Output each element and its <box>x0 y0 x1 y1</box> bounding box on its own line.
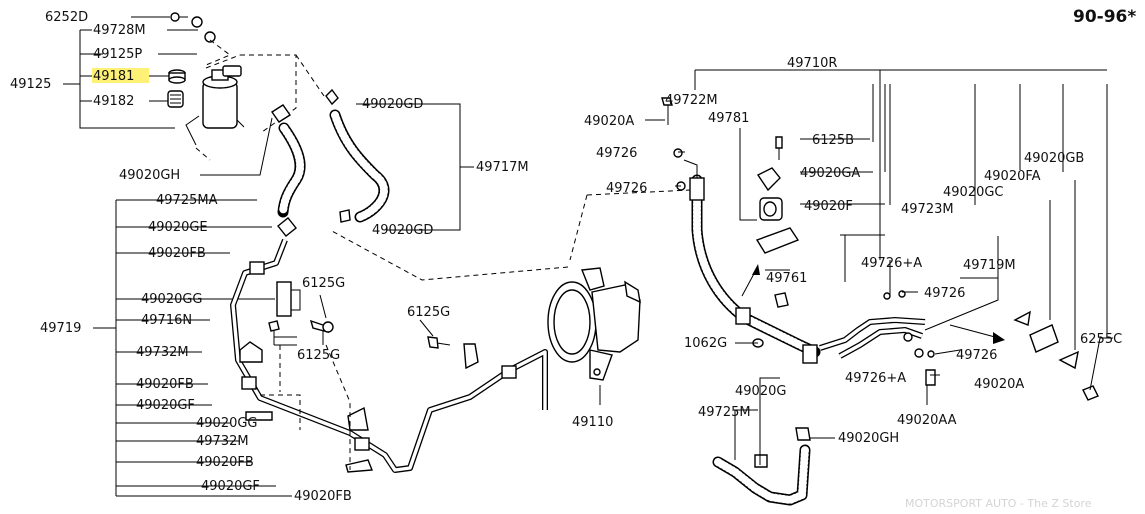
label-49726-4[interactable]: 49726 <box>956 348 997 363</box>
label-49020ga[interactable]: 49020GA <box>800 166 860 181</box>
label-49020gh-right[interactable]: 49020GH <box>838 431 899 446</box>
bracket-49732m-icon <box>239 341 374 473</box>
label-49020fb-3[interactable]: 49020FB <box>196 455 254 470</box>
brackets-right-icon <box>1013 180 1099 401</box>
pressure-hose-49720 <box>683 159 821 364</box>
clamp-49728m-icon <box>191 16 216 43</box>
bracket-49781-icon <box>755 227 800 254</box>
label-49722m[interactable]: 49722M <box>665 93 718 108</box>
label-49726-1[interactable]: 49726 <box>596 146 637 161</box>
label-6125g-2[interactable]: 6125G <box>297 348 340 363</box>
label-49020fb-2[interactable]: 49020FB <box>136 377 194 392</box>
label-1062g[interactable]: 1062G <box>684 336 727 351</box>
label-49020fb-1[interactable]: 49020FB <box>148 246 206 261</box>
label-49125[interactable]: 49125 <box>10 77 51 92</box>
label-49020a-bottom[interactable]: 49020A <box>974 377 1024 392</box>
label-6255c[interactable]: 6255C <box>1080 332 1122 347</box>
pressure-pipe-49719 <box>230 217 548 473</box>
small-parts-icon <box>752 290 936 386</box>
power-steering-pump-icon <box>547 267 641 405</box>
watermark: MOTORSPORT AUTO - The Z Store <box>905 497 1092 510</box>
label-49728m[interactable]: 49728M <box>93 23 146 38</box>
label-49020a-top[interactable]: 49020A <box>584 114 634 129</box>
label-49726-3[interactable]: 49726 <box>924 286 965 301</box>
label-49725ma[interactable]: 49725MA <box>156 193 218 208</box>
hydraulic-pipes-49719m <box>819 236 999 359</box>
label-49181-highlighted[interactable]: 49181 <box>93 69 134 84</box>
label-49020gg-1[interactable]: 49020GG <box>141 292 203 307</box>
label-49020gd-bottom[interactable]: 49020GD <box>372 223 433 238</box>
clamp-49020f-icon <box>759 197 783 221</box>
reservoir-tank-icon <box>185 65 245 161</box>
reservoir-group <box>63 12 245 161</box>
label-49761[interactable]: 49761 <box>766 271 807 286</box>
clamp-49020gg-icon <box>276 281 301 317</box>
label-6125g-1[interactable]: 6125G <box>302 276 345 291</box>
label-49717m[interactable]: 49717M <box>476 160 529 175</box>
label-49719[interactable]: 49719 <box>40 321 81 336</box>
bolt-6125g-icon <box>268 319 479 370</box>
strainer-49182-icon <box>167 90 184 108</box>
label-49020gf-2[interactable]: 49020GF <box>201 479 260 494</box>
highlight-49181 <box>92 68 149 83</box>
label-49726a-2[interactable]: 49726+A <box>845 371 906 386</box>
label-49781[interactable]: 49781 <box>708 111 749 126</box>
label-49725m[interactable]: 49725M <box>698 405 751 420</box>
label-49020f[interactable]: 49020F <box>804 199 853 214</box>
label-6125b[interactable]: 6125B <box>812 133 854 148</box>
label-49020gh-left[interactable]: 49020GH <box>119 168 180 183</box>
label-49716n[interactable]: 49716N <box>141 313 192 328</box>
label-6252d[interactable]: 6252D <box>45 10 88 25</box>
fittings-icon <box>661 97 783 191</box>
year-range-label: 90-96* <box>1073 7 1136 27</box>
label-49020g[interactable]: 49020G <box>735 384 786 399</box>
label-49723m[interactable]: 49723M <box>901 202 954 217</box>
arrow-icon <box>741 264 1005 344</box>
label-49719m[interactable]: 49719M <box>963 258 1016 273</box>
return-hose-49725m <box>712 427 811 506</box>
label-49020gf-1[interactable]: 49020GF <box>136 398 195 413</box>
bolt-6252d-icon <box>170 12 188 22</box>
return-hose-49725ma <box>200 104 306 218</box>
label-49732m-1[interactable]: 49732M <box>136 345 189 360</box>
clamp-49020ga-icon <box>756 167 781 192</box>
label-49020aa[interactable]: 49020AA <box>897 413 957 428</box>
label-49125p[interactable]: 49125P <box>93 47 142 62</box>
label-49020fa[interactable]: 49020FA <box>984 169 1041 184</box>
label-49726a-1[interactable]: 49726+A <box>861 256 922 271</box>
label-49020ge[interactable]: 49020GE <box>148 220 208 235</box>
label-49732m-2[interactable]: 49732M <box>196 434 249 449</box>
label-49182[interactable]: 49182 <box>93 94 134 109</box>
label-49020fb-4[interactable]: 49020FB <box>294 489 352 504</box>
label-49020gd-top[interactable]: 49020GD <box>362 97 423 112</box>
label-49020gg-2[interactable]: 49020GG <box>196 416 258 431</box>
label-6125g-3[interactable]: 6125G <box>407 305 450 320</box>
cap-49181-icon <box>168 69 186 84</box>
label-49020gc[interactable]: 49020GC <box>943 185 1004 200</box>
label-49110[interactable]: 49110 <box>572 415 613 430</box>
label-49020gb[interactable]: 49020GB <box>1024 151 1084 166</box>
label-49710r[interactable]: 49710R <box>787 56 837 71</box>
label-49726-2[interactable]: 49726 <box>606 181 647 196</box>
part-labels: 6252D 49728M 49125P 49125 49181 49182 49… <box>10 10 1122 504</box>
suction-hose <box>325 88 474 231</box>
